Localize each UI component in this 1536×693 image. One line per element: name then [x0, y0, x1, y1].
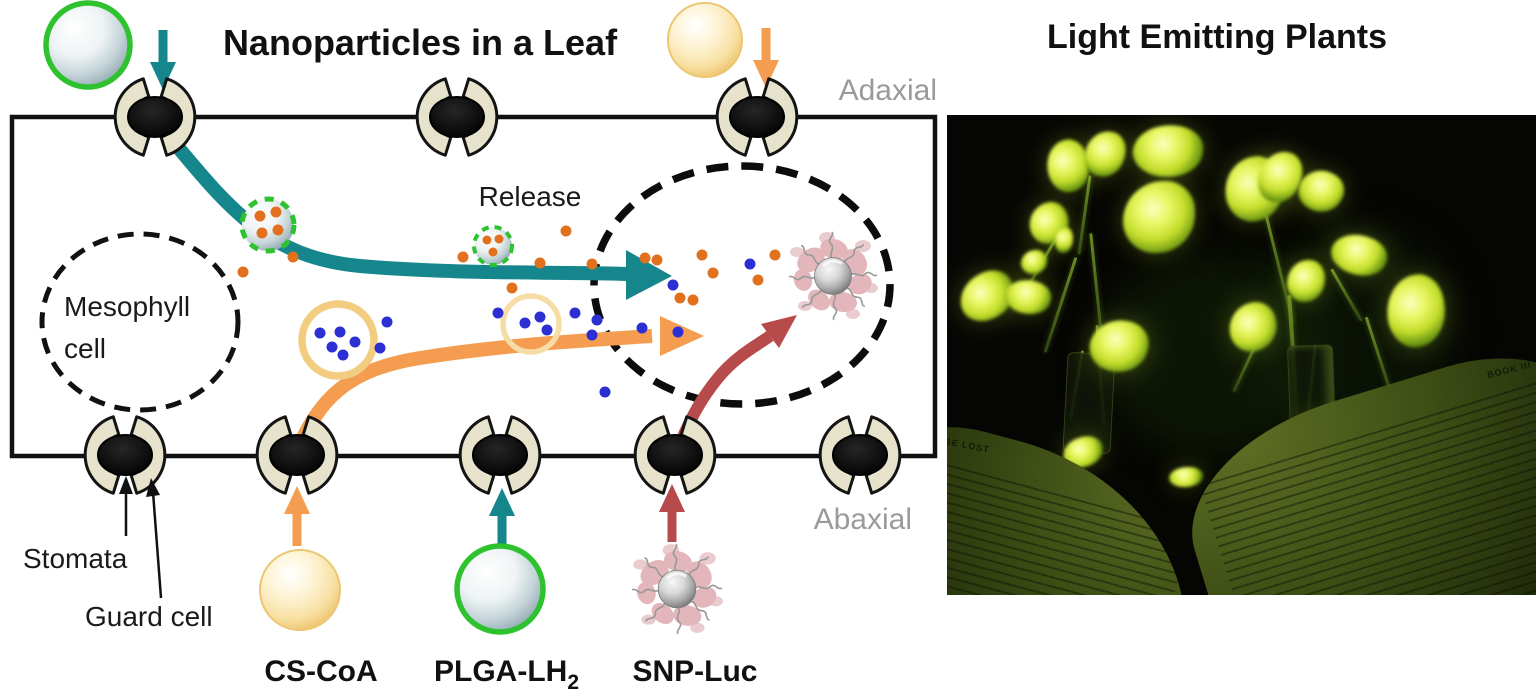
book-right-header: BOOK III [1486, 359, 1533, 381]
cs-coa-entry-arrow-top [753, 28, 779, 88]
orange-dye-dot [752, 274, 764, 286]
orange-dye-dot [687, 294, 699, 306]
abaxial-label: Abaxial [814, 503, 912, 536]
plga-label: PLGA-LH2 [434, 655, 579, 693]
mesophyll-label-line1: Mesophyll [64, 291, 190, 322]
blue-dye-dot [349, 336, 361, 348]
stomata-label: Stomata [23, 543, 128, 574]
cs-coa-particle-legend [259, 549, 341, 631]
glowing-leaf [1169, 467, 1203, 487]
cs-coa-label: CS-CoA [264, 655, 377, 688]
blue-dye-dot [599, 386, 611, 398]
book-left-header: PARADISE LOST [947, 428, 991, 455]
orange-dye-dot [457, 251, 469, 263]
orange-dye-dot [707, 267, 719, 279]
plga-entry-arrow-top [150, 30, 176, 90]
nanoparticle-leaf-diagram: Mesophyll cell [9, 0, 938, 693]
blue-dye-dot [374, 342, 386, 354]
releasing-plga-particle [239, 196, 297, 254]
adaxial-label: Adaxial [839, 74, 937, 107]
cs-coa-empty-ring-small [500, 293, 562, 355]
glowing-leaf [1123, 181, 1195, 253]
release-label: Release [479, 181, 582, 212]
blue-dye-dot [381, 316, 393, 328]
stomata-pointer-arrow [119, 476, 133, 536]
glowing-leaf [1130, 122, 1206, 180]
plga-particle-legend [454, 543, 546, 635]
orange-dye-dot [674, 292, 686, 304]
mesophyll-label-line2: cell [64, 333, 106, 364]
glowing-leaf [1055, 227, 1073, 253]
blue-dye-dot [492, 307, 504, 319]
blue-dye-dot [534, 311, 546, 323]
orange-dye-dot [506, 282, 518, 294]
blue-dye-dot [334, 326, 346, 338]
blue-dye-dot [667, 279, 679, 291]
diagram-title: Nanoparticles in a Leaf [223, 22, 618, 63]
blue-dye-dot [591, 314, 603, 326]
orange-dye-dot [237, 266, 249, 278]
teal-transport-arrow [166, 135, 672, 300]
blue-dye-dot [636, 322, 648, 334]
cs-coa-entry-arrow-bottom [284, 486, 310, 546]
blue-dye-dot [672, 326, 684, 338]
blue-dye-dots [314, 258, 756, 398]
blue-dye-dot [326, 341, 338, 353]
release-zone-outline [590, 162, 894, 408]
glowing-leaf [1287, 260, 1325, 302]
blue-dye-dot [519, 317, 531, 329]
cs-coa-particle-top [667, 2, 743, 78]
glowing-leaf [1021, 250, 1047, 274]
blue-dye-dot [569, 307, 581, 319]
cs-coa-empty-ring [298, 300, 378, 380]
snp-luc-legend [630, 542, 725, 636]
blue-dye-dot [744, 258, 756, 270]
book-text-lines [947, 446, 1194, 595]
orange-dye-dot [696, 249, 708, 261]
orange-dye-dot [586, 258, 598, 270]
guard-cell-pointer-arrow [146, 478, 163, 599]
orange-dye-dot [560, 225, 572, 237]
orange-dye-dots [237, 225, 781, 306]
plga-particle-top [43, 0, 133, 90]
orange-dye-dot [639, 252, 651, 264]
photo-title: Light Emitting Plants [1047, 18, 1387, 56]
orange-transport-arrow [290, 316, 704, 453]
snp-luc-particle [787, 230, 880, 322]
snp-luc-label: SNP-Luc [632, 655, 757, 688]
blue-dye-dot [541, 324, 553, 336]
guard-cell-label: Guard cell [85, 601, 213, 632]
orange-dye-dot [534, 257, 546, 269]
blue-dye-dot [586, 329, 598, 341]
orange-dye-dot [287, 251, 299, 263]
releasing-plga-particle-small [472, 225, 514, 267]
orange-dye-dot [651, 254, 663, 266]
snp-entry-arrow-bottom [659, 484, 685, 542]
orange-dye-dot [769, 249, 781, 261]
mesophyll-cell-outline [39, 231, 241, 413]
plga-entry-arrow-bottom [489, 488, 515, 548]
blue-dye-dot [337, 349, 349, 361]
blue-dye-dot [314, 327, 326, 339]
light-emitting-plants-photo: PARADISE LOST BOOK III [947, 115, 1536, 595]
